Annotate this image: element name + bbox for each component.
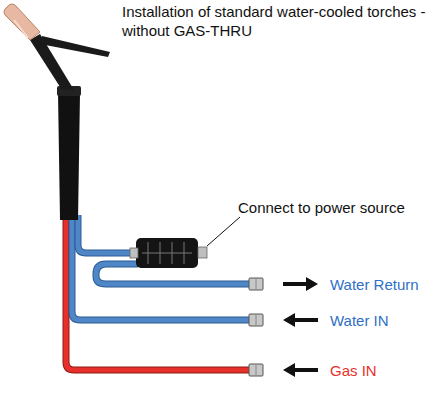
- hose-fittings: [249, 278, 263, 376]
- power-hose: [78, 215, 138, 253]
- leader-line: [207, 217, 240, 246]
- ceramic-cup: [4, 4, 40, 40]
- water-in-hose: [72, 215, 250, 320]
- power-connector: [136, 238, 198, 268]
- gas-in-label: Gas IN: [330, 361, 377, 380]
- water-in-hose-outline: [72, 215, 250, 320]
- diagram-title: Installation of standard water-cooled to…: [122, 2, 428, 40]
- power-hose-outline: [78, 215, 138, 253]
- connector-grip: [142, 242, 192, 264]
- gas-hose: [66, 215, 250, 370]
- back-cap: [40, 36, 110, 57]
- cup-highlight: [14, 20, 28, 38]
- fitting-threads: [256, 279, 257, 375]
- water-in-label: Water IN: [330, 311, 389, 330]
- torch-handle: [58, 92, 80, 220]
- power-label: Connect to power source: [238, 198, 405, 217]
- water-return-label: Water Return: [330, 275, 419, 294]
- flow-arrows: [283, 277, 318, 377]
- connector-ferrule: [130, 248, 138, 258]
- gas-hose-outline: [66, 215, 250, 370]
- connector-tip: [198, 247, 207, 258]
